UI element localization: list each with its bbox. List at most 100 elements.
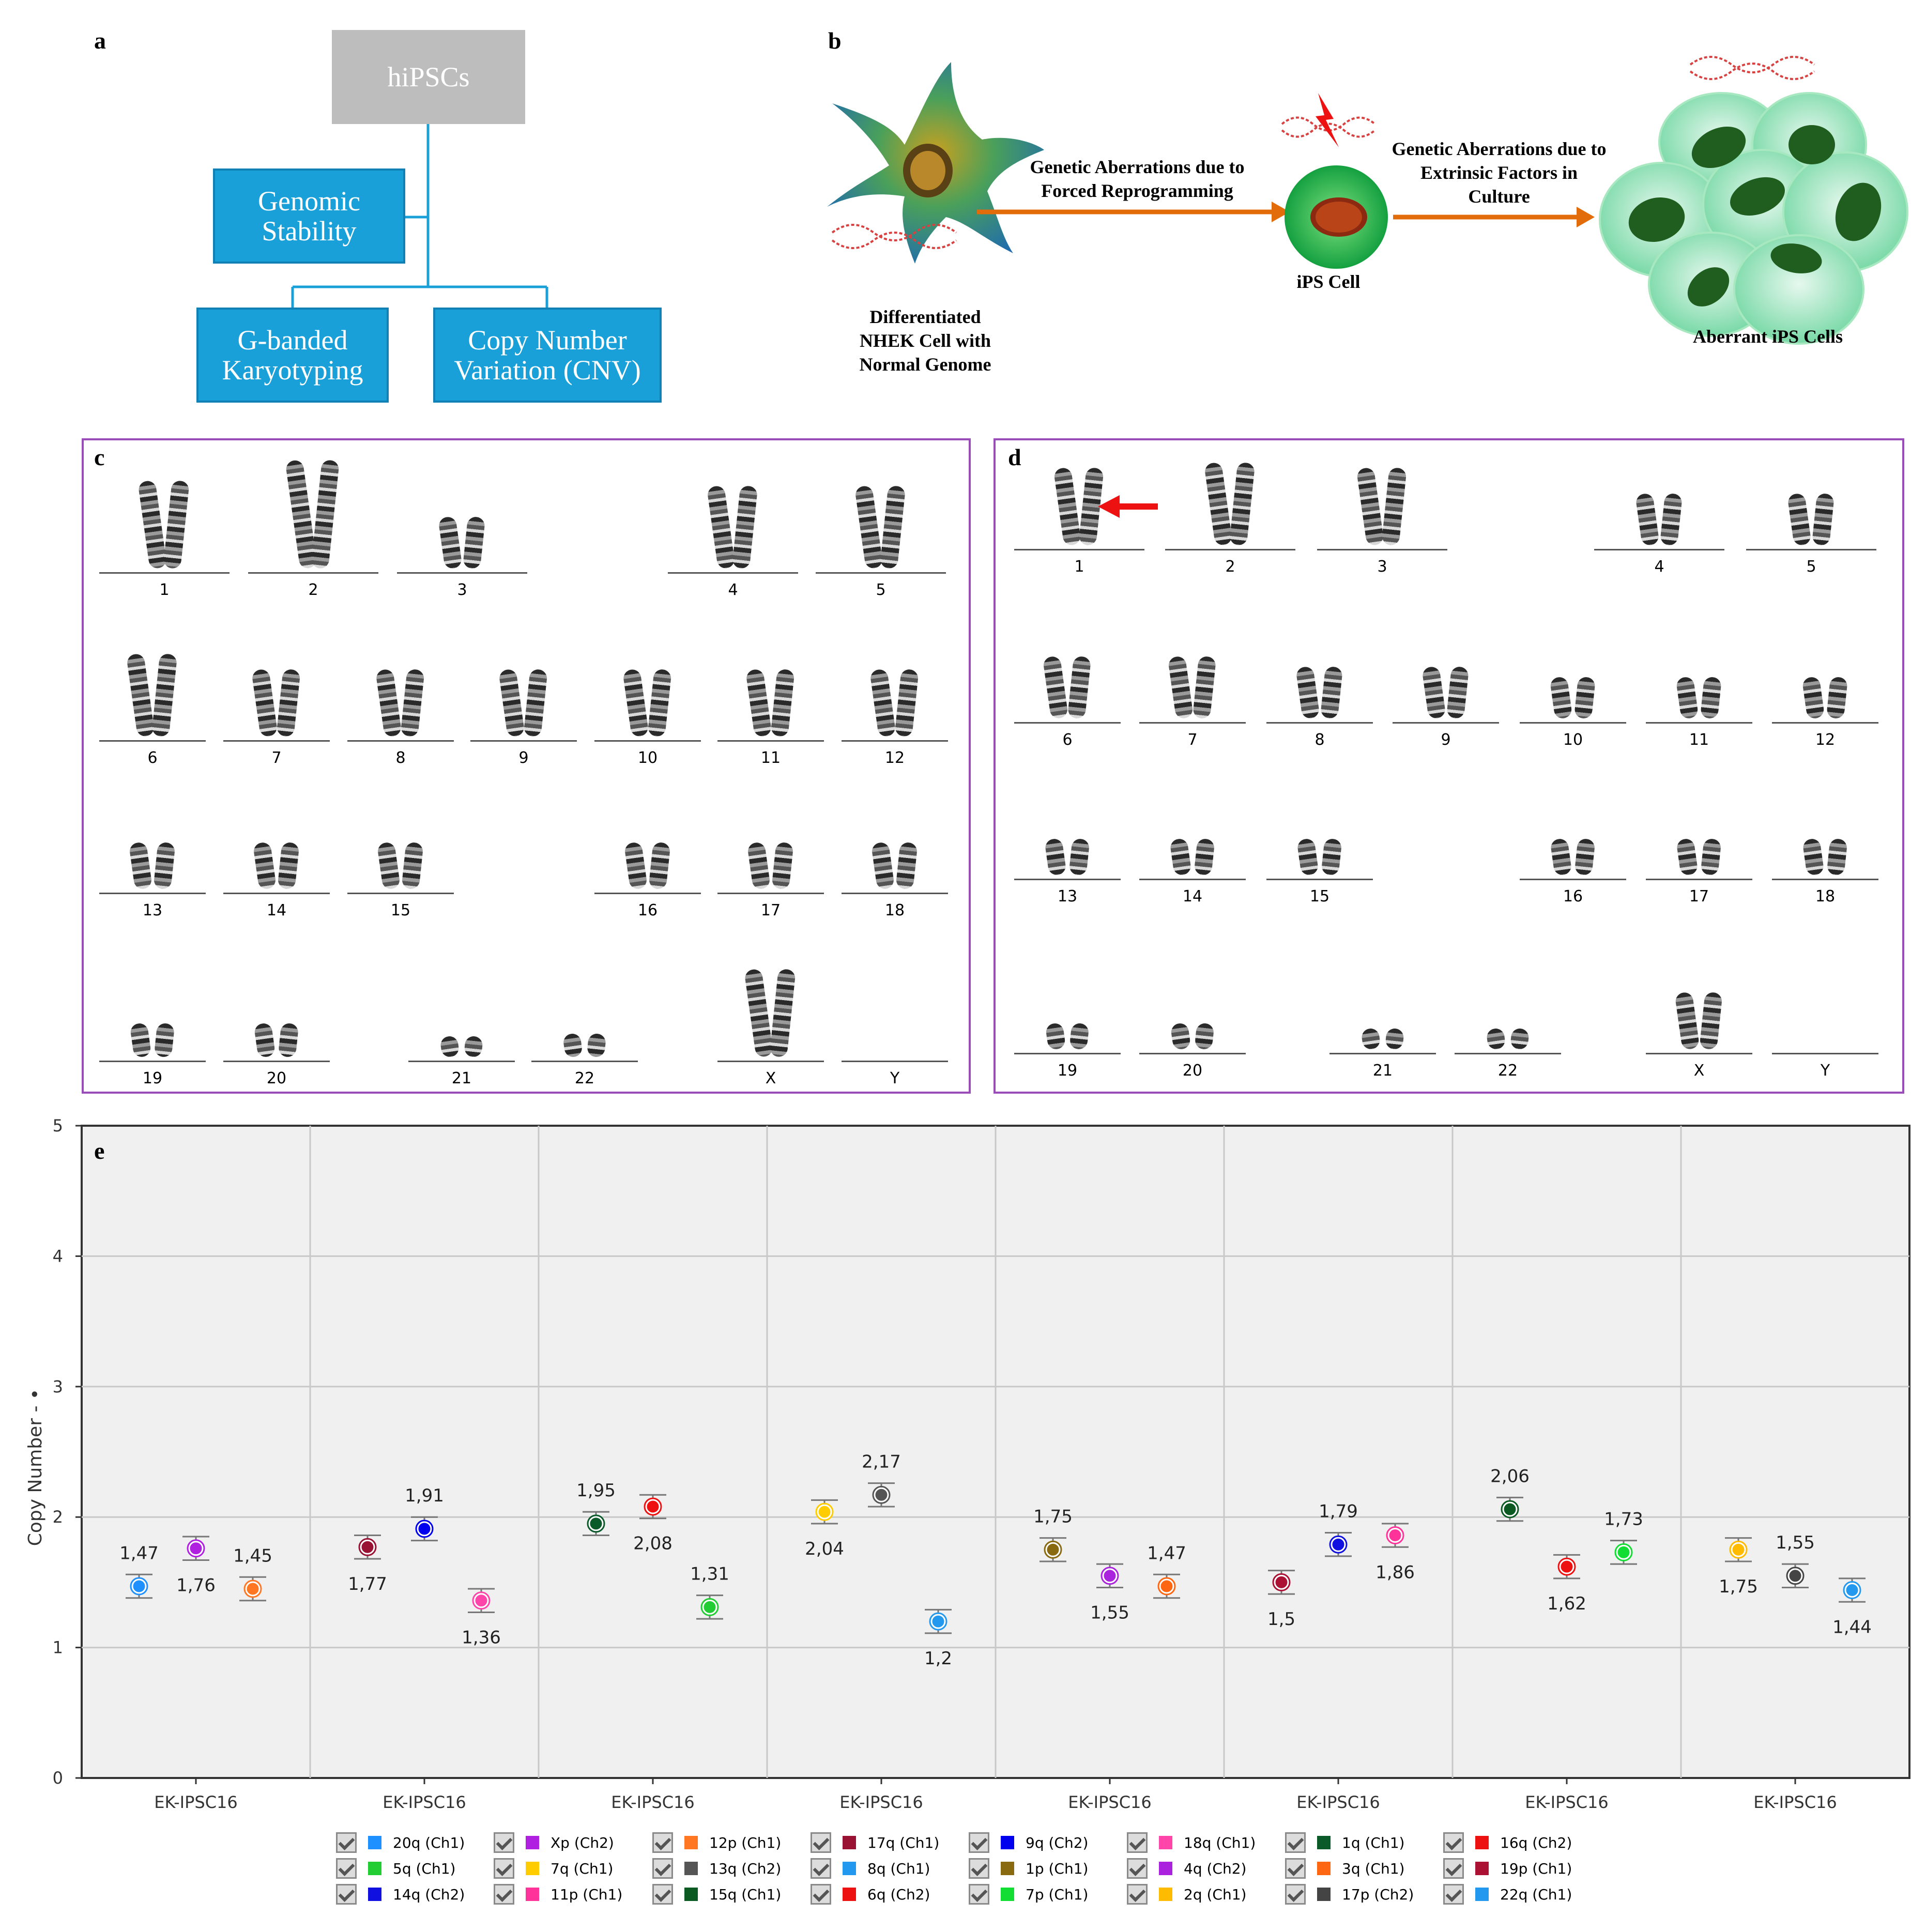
legend-item[interactable]: 14q (Ch2) [336, 1884, 465, 1905]
legend-item[interactable]: 5q (Ch1) [336, 1858, 455, 1879]
legend-label: 2q (Ch1) [1184, 1885, 1247, 1903]
data-label: 1,2 [924, 1648, 952, 1669]
legend-checkbox[interactable] [1443, 1832, 1464, 1853]
legend-checkbox[interactable] [494, 1858, 514, 1879]
legend-item[interactable]: 7q (Ch1) [494, 1858, 613, 1879]
data-label: 1,76 [176, 1575, 216, 1596]
ips-cell-caption: iPS Cell [1296, 271, 1361, 292]
legend-item[interactable]: 6q (Ch2) [811, 1884, 930, 1905]
legend-checkbox[interactable] [336, 1832, 357, 1853]
chromosome-image [1486, 1027, 1506, 1051]
legend-checkbox[interactable] [1443, 1884, 1464, 1905]
chromosome-slot-22: 22 [1455, 1003, 1561, 1080]
chromosome-slot-21: 21 [408, 1029, 515, 1087]
legend-checkbox[interactable] [1285, 1884, 1306, 1905]
legend-item[interactable]: 15q (Ch1) [652, 1884, 781, 1905]
legend-swatch [526, 1862, 539, 1875]
genomic-stability-box: Genomic Stability [213, 168, 405, 264]
data-point [1331, 1537, 1346, 1552]
chromosome-image [498, 668, 525, 738]
legend-checkbox[interactable] [652, 1832, 673, 1853]
legend-item[interactable]: 8q (Ch1) [811, 1858, 930, 1879]
legend-item[interactable]: 7p (Ch1) [969, 1884, 1088, 1905]
legend-swatch [684, 1888, 698, 1901]
data-label: 1,95 [576, 1480, 616, 1501]
legend-item[interactable]: 12p (Ch1) [652, 1832, 781, 1853]
chromosome-slot-16: 16 [1520, 827, 1626, 906]
chromosome-number: 16 [637, 901, 658, 919]
chromosome-image [129, 1022, 152, 1059]
legend-item[interactable]: 2q (Ch1) [1127, 1884, 1246, 1905]
arrow1-caption: Genetic Aberrations due to Forced Reprog… [1030, 157, 1245, 201]
legend-checkbox[interactable] [336, 1884, 357, 1905]
data-label: 1,47 [119, 1543, 159, 1563]
red-arrow-icon [1098, 495, 1158, 518]
legend-checkbox[interactable] [811, 1832, 831, 1853]
legend-checkbox[interactable] [652, 1858, 673, 1879]
chromosome-slot-21: 21 [1329, 1003, 1436, 1080]
legend-checkbox[interactable] [494, 1884, 514, 1905]
legend-item[interactable]: Xp (Ch2) [494, 1832, 614, 1853]
chromosome-slot-8: 8 [347, 656, 454, 767]
legend-checkbox[interactable] [811, 1884, 831, 1905]
legend-checkbox[interactable] [1127, 1884, 1148, 1905]
chromosome-number: 13 [1057, 887, 1078, 906]
legend-checkbox[interactable] [1127, 1858, 1148, 1879]
legend-item[interactable]: 18q (Ch1) [1127, 1832, 1256, 1853]
legend-label: 9q (Ch2) [1026, 1834, 1089, 1851]
legend-item[interactable]: 3q (Ch1) [1285, 1858, 1404, 1879]
g-banded-karyotyping-box: G-banded Karyotyping [196, 308, 389, 403]
chromosome-image [1321, 838, 1342, 876]
chromosome-image [1549, 676, 1573, 719]
chromosome-image [1699, 991, 1723, 1050]
hipscs-box: hiPSCs [332, 30, 525, 124]
legend-checkbox[interactable] [969, 1858, 989, 1879]
legend-checkbox[interactable] [1285, 1858, 1306, 1879]
legend-item[interactable]: 17q (Ch1) [811, 1832, 939, 1853]
legend-checkbox[interactable] [1285, 1832, 1306, 1853]
chromosome-slot-x: X [717, 961, 824, 1087]
legend-item[interactable]: 9q (Ch2) [969, 1832, 1088, 1853]
legend-item[interactable]: 1q (Ch1) [1285, 1832, 1404, 1853]
chromosome-image [1811, 493, 1835, 546]
chromosome-number: 19 [142, 1069, 163, 1087]
chromosome-slot-7: 7 [223, 646, 330, 767]
chromosome-image [1787, 493, 1812, 546]
legend-item[interactable]: 1p (Ch1) [969, 1858, 1088, 1879]
legend-checkbox[interactable] [811, 1858, 831, 1879]
legend-checkbox[interactable] [336, 1858, 357, 1879]
chromosome-number: 9 [1441, 731, 1451, 749]
legend-item[interactable]: 20q (Ch1) [336, 1832, 465, 1853]
legend-checkbox[interactable] [1443, 1858, 1464, 1879]
data-point [588, 1516, 604, 1531]
legend-item[interactable]: 17p (Ch2) [1285, 1884, 1414, 1905]
legend-label: 1p (Ch1) [1026, 1860, 1089, 1877]
data-label: 2,04 [805, 1539, 844, 1559]
legend-item[interactable]: 22q (Ch1) [1443, 1884, 1572, 1905]
data-label: 1,44 [1832, 1617, 1872, 1637]
legend-item[interactable]: 19p (Ch1) [1443, 1858, 1572, 1879]
data-label: 1,47 [1147, 1543, 1186, 1563]
legend-checkbox[interactable] [652, 1884, 673, 1905]
chromosome-number: Y [1820, 1062, 1830, 1080]
legend-label: 6q (Ch2) [867, 1885, 930, 1903]
legend-swatch [368, 1862, 381, 1875]
chromosome-number: 8 [1314, 731, 1325, 749]
legend-item[interactable]: 13q (Ch2) [652, 1858, 781, 1879]
data-point-ring [415, 1520, 434, 1538]
chromosome-number: 15 [1309, 887, 1330, 906]
legend-checkbox[interactable] [494, 1832, 514, 1853]
legend-item[interactable]: 11p (Ch1) [494, 1884, 622, 1905]
legend-checkbox[interactable] [1127, 1832, 1148, 1853]
legend-item[interactable]: 16q (Ch2) [1443, 1832, 1572, 1853]
chromosome-image [278, 1022, 299, 1058]
legend-checkbox[interactable] [969, 1832, 989, 1853]
data-label: 1,45 [233, 1545, 272, 1566]
legend-item[interactable]: 4q (Ch2) [1127, 1858, 1246, 1879]
data-point-ring [1786, 1567, 1805, 1585]
legend-swatch [368, 1888, 381, 1901]
legend-checkbox[interactable] [969, 1884, 989, 1905]
chromosome-image [154, 1022, 175, 1058]
chromosome-number: 8 [395, 749, 406, 767]
